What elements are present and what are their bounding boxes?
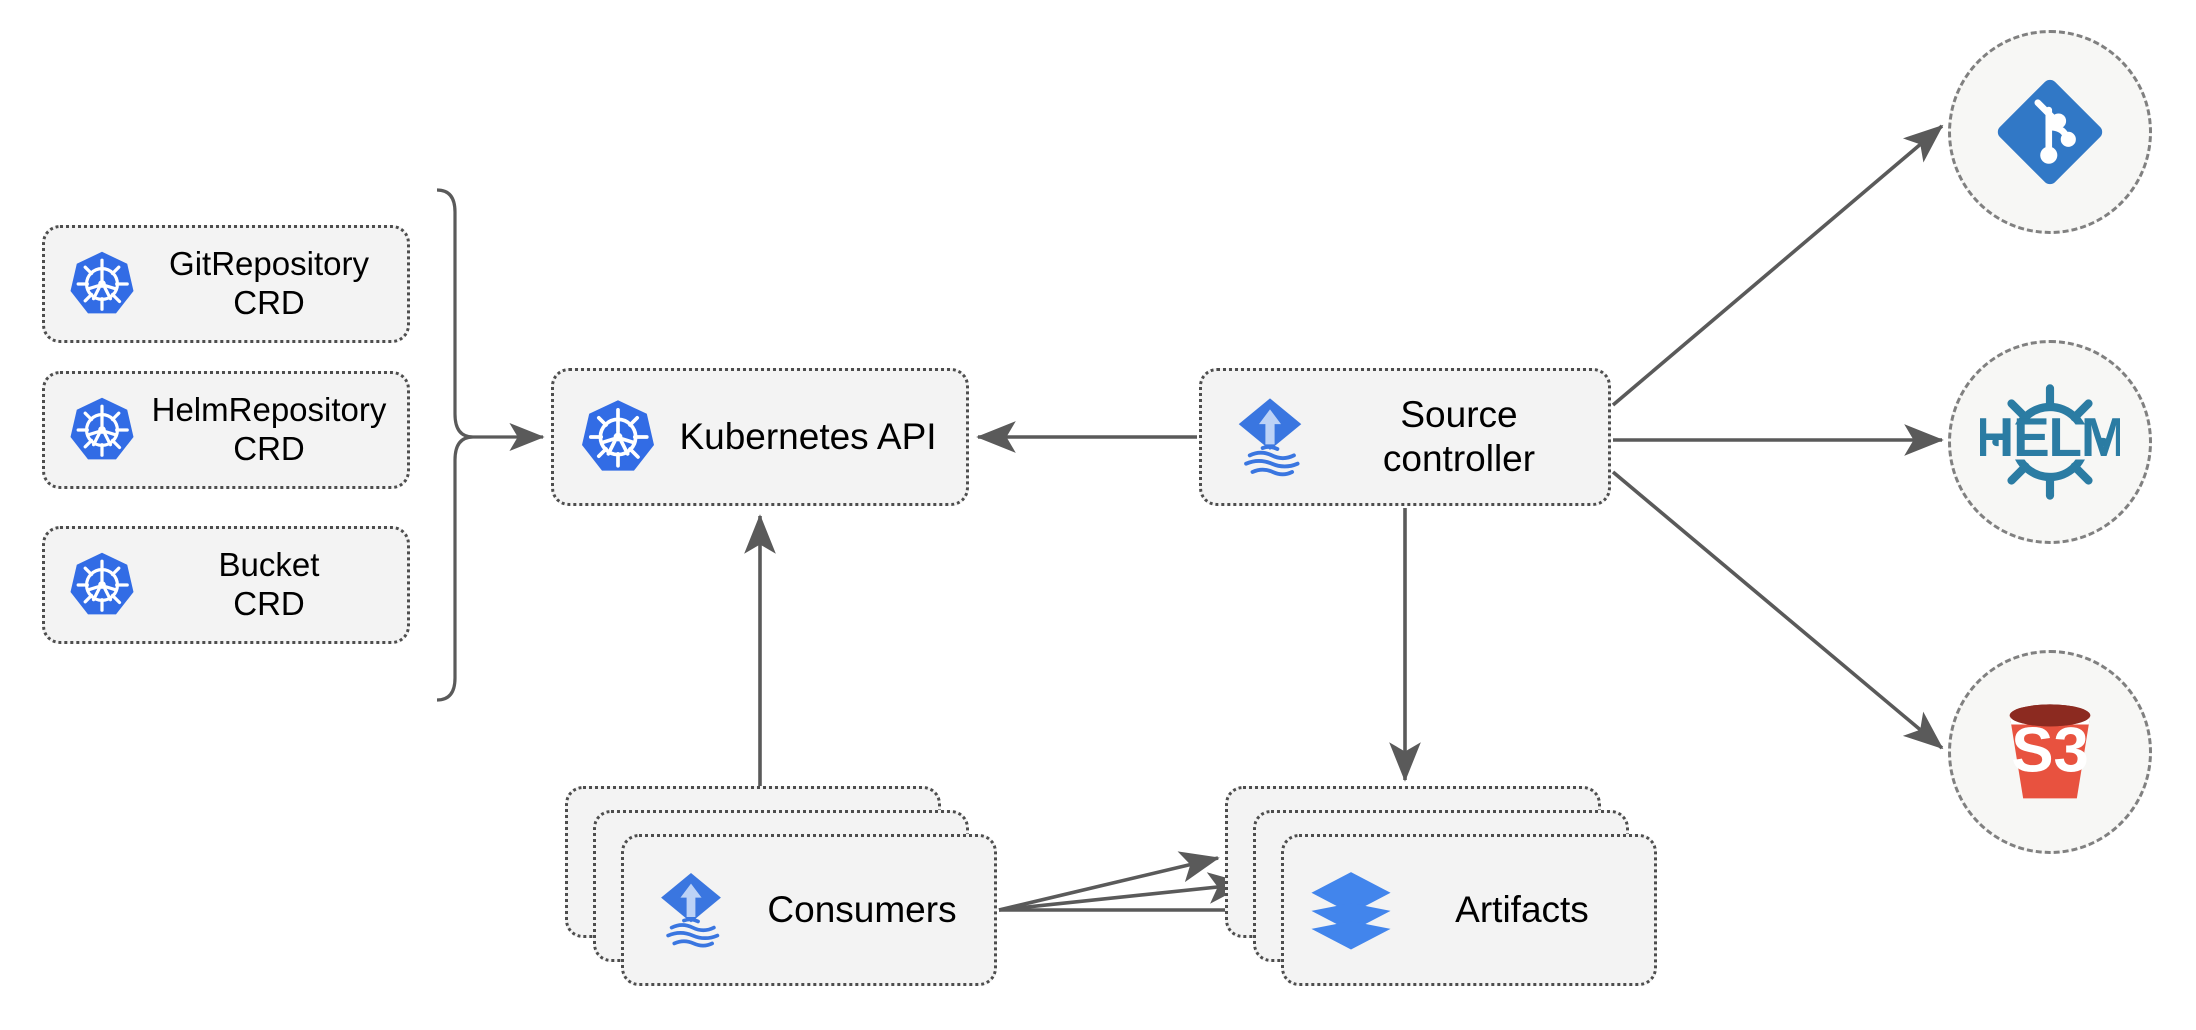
kubernetes-icon: [59, 550, 145, 620]
node-source-controller[interactable]: Source controller: [1199, 368, 1611, 506]
node-label: Kubernetes API: [679, 416, 937, 458]
edge-source-controller-to-git: [1611, 124, 1944, 407]
node-helmrepository-crd[interactable]: HelmRepository CRD: [42, 371, 410, 489]
node-artifacts[interactable]: Artifacts: [1225, 786, 1657, 986]
node-consumers[interactable]: Consumers: [565, 786, 997, 986]
node-label: HelmRepository CRD: [151, 391, 387, 467]
edge-crds-to-k8s-api: [436, 188, 545, 702]
s3-bucket-icon: S3: [2009, 704, 2091, 799]
node-bucket-crd[interactable]: Bucket CRD: [42, 526, 410, 644]
stack-sheet-front[interactable]: Consumers: [621, 834, 997, 986]
node-gitrepository-crd[interactable]: GitRepository CRD: [42, 225, 410, 343]
kubernetes-icon: [570, 397, 666, 477]
external-git[interactable]: [1948, 30, 2152, 234]
layers-icon: [1298, 867, 1404, 953]
external-s3[interactable]: S3: [1948, 650, 2152, 854]
git-icon: [1997, 79, 2103, 185]
node-label: Consumers: [767, 889, 957, 930]
kubernetes-icon: [59, 395, 145, 465]
kubernetes-icon: [59, 249, 145, 319]
edge-source-controller-to-s3: [1611, 470, 1944, 750]
node-kubernetes-api[interactable]: Kubernetes API: [551, 368, 969, 506]
s3-label: S3: [2011, 716, 2089, 786]
helm-label: HELM: [1980, 406, 2120, 468]
node-label: Artifacts: [1455, 889, 1589, 930]
node-label: Source controller: [1382, 394, 1536, 479]
stack-sheet-front[interactable]: Artifacts: [1281, 834, 1657, 986]
helm-icon: HELM: [1980, 384, 2120, 500]
flux-icon: [1216, 391, 1324, 483]
node-label: Bucket CRD: [218, 546, 320, 622]
flux-icon: [638, 866, 744, 954]
node-label: GitRepository CRD: [169, 245, 369, 321]
external-helm[interactable]: HELM: [1948, 340, 2152, 544]
